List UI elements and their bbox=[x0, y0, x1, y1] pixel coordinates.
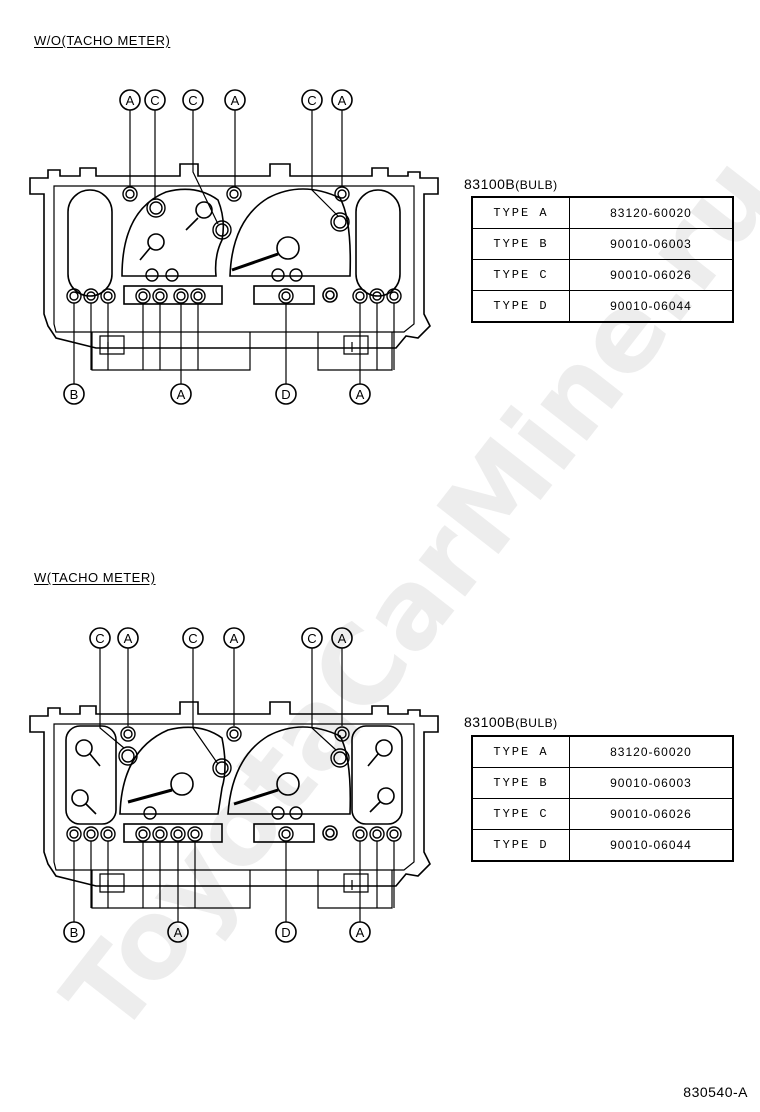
svg-text:A: A bbox=[174, 925, 183, 940]
instrument-cluster-diagram-without-tacho: A C C A C A bbox=[0, 80, 460, 410]
top-callouts: A C C A C A bbox=[119, 89, 353, 111]
svg-text:C: C bbox=[95, 631, 104, 646]
bulb-type: TYPE A bbox=[471, 196, 570, 229]
callout-marker: C bbox=[144, 89, 166, 111]
svg-text:A: A bbox=[230, 631, 239, 646]
bulb-type: TYPE D bbox=[471, 290, 570, 323]
svg-text:D: D bbox=[281, 387, 290, 402]
assembly-unit: (BULB) bbox=[515, 178, 558, 192]
bulb-type: TYPE A bbox=[471, 735, 570, 768]
part-number: 90010-06003 bbox=[569, 228, 734, 260]
callout-marker: A bbox=[119, 89, 141, 111]
bottom-callouts: B A D A bbox=[63, 921, 371, 943]
svg-text:B: B bbox=[70, 387, 79, 402]
part-number: 90010-06003 bbox=[569, 767, 734, 799]
svg-text:A: A bbox=[124, 631, 133, 646]
bulb-type: TYPE B bbox=[471, 767, 570, 799]
callout-marker: A bbox=[349, 921, 371, 943]
bottom-callouts: B A D A bbox=[63, 383, 371, 405]
part-number: 83120-60020 bbox=[569, 735, 734, 768]
callout-marker: A bbox=[224, 89, 246, 111]
callout-marker: A bbox=[331, 89, 353, 111]
svg-text:C: C bbox=[188, 93, 197, 108]
callout-marker: C bbox=[301, 89, 323, 111]
callout-marker: A bbox=[117, 627, 139, 649]
svg-text:A: A bbox=[177, 387, 186, 402]
svg-text:A: A bbox=[356, 387, 365, 402]
section-label-without-tacho: W/O(TACHO METER) bbox=[34, 33, 171, 48]
top-callouts: C A C A C A bbox=[89, 627, 353, 649]
bulb-type: TYPE C bbox=[471, 259, 570, 291]
svg-text:C: C bbox=[307, 631, 316, 646]
callout-marker: D bbox=[275, 383, 297, 405]
callout-marker: A bbox=[170, 383, 192, 405]
bulb-type: TYPE D bbox=[471, 829, 570, 862]
callout-marker: C bbox=[89, 627, 111, 649]
instrument-cluster-diagram-with-tacho: C A C A C A bbox=[0, 618, 460, 948]
bulb-type: TYPE C bbox=[471, 798, 570, 830]
bulb-type: TYPE B bbox=[471, 228, 570, 260]
reference-code: 830540-A bbox=[683, 1084, 748, 1100]
callout-marker: C bbox=[182, 89, 204, 111]
svg-text:D: D bbox=[281, 925, 290, 940]
bulb-table-title: 83100B(BULB) bbox=[464, 176, 558, 192]
svg-text:C: C bbox=[188, 631, 197, 646]
bulb-table-title: 83100B(BULB) bbox=[464, 714, 558, 730]
assembly-unit: (BULB) bbox=[515, 716, 558, 730]
part-number: 90010-06026 bbox=[569, 798, 734, 830]
callout-marker: B bbox=[63, 383, 85, 405]
svg-text:A: A bbox=[338, 631, 347, 646]
part-number: 90010-06044 bbox=[569, 829, 734, 862]
callout-marker: D bbox=[275, 921, 297, 943]
assembly-number: 83100B bbox=[464, 176, 516, 192]
callout-marker: A bbox=[331, 627, 353, 649]
part-number: 90010-06026 bbox=[569, 259, 734, 291]
section-label-with-tacho: W(TACHO METER) bbox=[34, 570, 156, 585]
svg-text:A: A bbox=[231, 93, 240, 108]
svg-text:A: A bbox=[356, 925, 365, 940]
svg-text:A: A bbox=[338, 93, 347, 108]
callout-marker: A bbox=[349, 383, 371, 405]
callout-marker: C bbox=[182, 627, 204, 649]
part-number: 83120-60020 bbox=[569, 196, 734, 229]
callout-marker: A bbox=[167, 921, 189, 943]
svg-text:C: C bbox=[307, 93, 316, 108]
callout-marker: A bbox=[223, 627, 245, 649]
assembly-number: 83100B bbox=[464, 714, 516, 730]
callout-marker: C bbox=[301, 627, 323, 649]
svg-text:B: B bbox=[70, 925, 79, 940]
svg-text:A: A bbox=[126, 93, 135, 108]
svg-text:C: C bbox=[150, 93, 159, 108]
callout-marker: B bbox=[63, 921, 85, 943]
part-number: 90010-06044 bbox=[569, 290, 734, 323]
